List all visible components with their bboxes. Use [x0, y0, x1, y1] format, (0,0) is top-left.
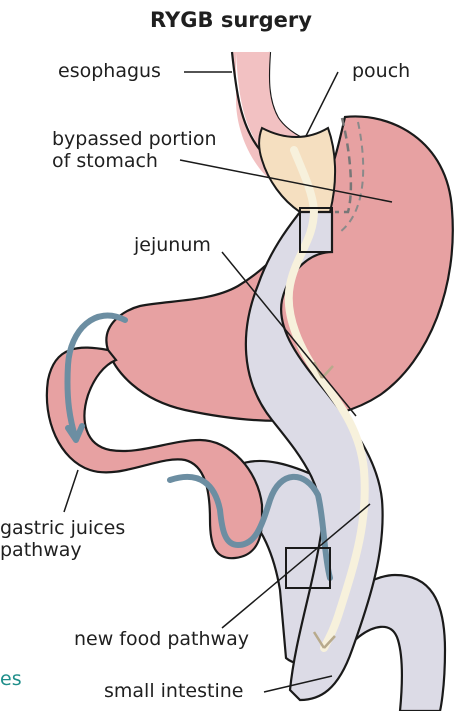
label-gastric-line1: gastric juices [0, 517, 125, 539]
leader-gastric [64, 470, 78, 512]
diagram-title: RYGB surgery [0, 8, 462, 32]
leader-pouch [306, 72, 338, 136]
label-pouch: pouch [352, 60, 410, 82]
label-gastric-line2: pathway [0, 539, 82, 561]
label-small-intestine: small intestine [104, 680, 243, 702]
label-esophagus: esophagus [58, 60, 161, 82]
cut-off-caption-text: es [0, 668, 22, 690]
gastric-pouch [259, 128, 335, 212]
label-jejunum: jejunum [134, 234, 211, 256]
label-new-food-pathway: new food pathway [74, 628, 249, 650]
label-bypassed-line2: of stomach [52, 150, 158, 172]
label-bypassed-line1: bypassed portion [52, 128, 217, 150]
